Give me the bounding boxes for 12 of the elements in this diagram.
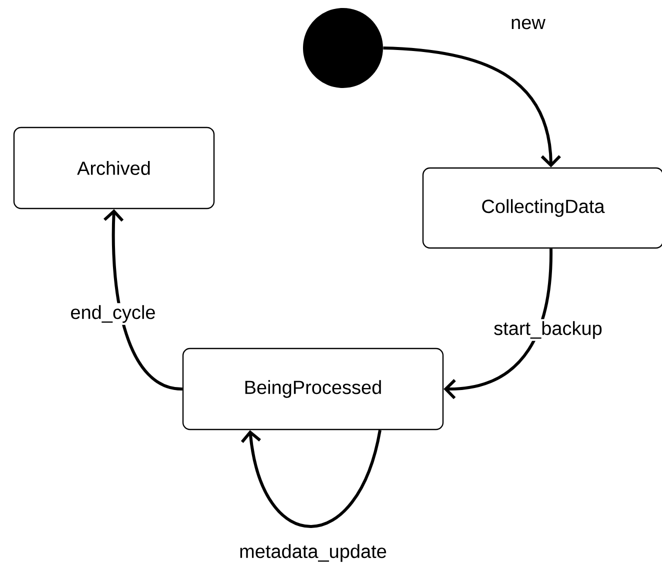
edge-label: metadata_update [237,542,389,564]
state-box: CollectingData [422,167,662,249]
edge-label: end_cycle [68,303,158,325]
arrow [104,209,183,390]
arrow [444,248,552,400]
edge-label: start_backup [492,319,604,341]
state-box: BeingProcessed [182,348,444,430]
arrow [240,430,382,528]
state-box: Archived [13,126,215,210]
edge-label: new [508,16,548,32]
arrow [383,46,561,168]
initial-state-dot [303,8,383,88]
